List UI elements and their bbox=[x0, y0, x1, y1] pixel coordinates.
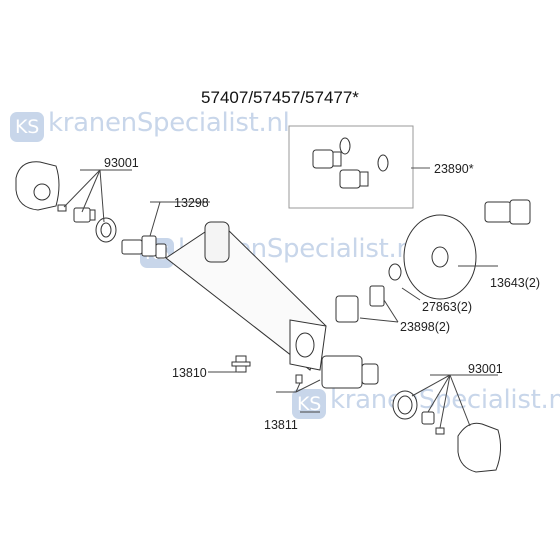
nut-23890-b bbox=[339, 154, 389, 189]
ring-93001 bbox=[95, 217, 117, 243]
nut-23890-a bbox=[312, 137, 351, 169]
watermark-logo: KS bbox=[292, 389, 326, 419]
handle-93001-top bbox=[15, 161, 60, 211]
diagram-title: 57407/57457/57477* bbox=[201, 88, 359, 107]
ring-93001-bottom bbox=[392, 390, 418, 420]
mixer-13811 bbox=[295, 355, 379, 389]
part-label-13810: 13810 bbox=[172, 366, 207, 380]
cap-93001-bottom bbox=[421, 411, 435, 425]
part-label-27863: 27863(2) bbox=[422, 300, 473, 314]
ring-13643 bbox=[403, 214, 477, 300]
nut-23898 bbox=[335, 285, 385, 323]
part-label-23890: 23890* bbox=[434, 162, 474, 176]
watermark-text: kranenSpecialist.nl bbox=[48, 108, 290, 138]
watermark-logo: KS bbox=[10, 112, 44, 142]
connector-13810 bbox=[231, 355, 251, 373]
thermostat-body bbox=[165, 221, 327, 371]
cap-93001 bbox=[73, 207, 96, 223]
part-label-13811: 13811 bbox=[264, 418, 298, 432]
part-label-93001-top: 93001 bbox=[104, 156, 139, 170]
washer-27863 bbox=[388, 263, 402, 281]
part-label-13643: 13643(2) bbox=[490, 276, 541, 290]
leader-23898 bbox=[359, 317, 399, 323]
leader-27863 bbox=[401, 287, 421, 301]
cartridge-13298 bbox=[121, 235, 167, 259]
screw-93001 bbox=[57, 204, 67, 212]
eccentric-13643 bbox=[484, 199, 531, 225]
inset-box-23890 bbox=[288, 125, 414, 209]
part-label-93001-bottom: 93001 bbox=[468, 362, 503, 376]
part-label-23898: 23898(2) bbox=[400, 320, 451, 334]
handle-93001-bottom bbox=[457, 422, 502, 473]
screw-93001-bottom bbox=[435, 427, 445, 435]
part-label-13298: 13298 bbox=[174, 196, 209, 210]
